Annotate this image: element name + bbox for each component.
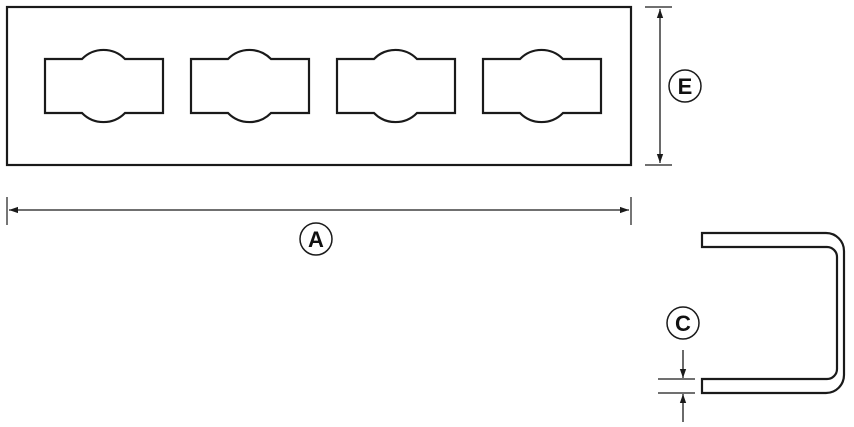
slot [189, 48, 311, 124]
slot [481, 48, 603, 124]
slot [335, 48, 457, 124]
label-e: E [678, 74, 693, 99]
label-c: C [675, 311, 691, 336]
plate-outline [5, 5, 633, 167]
slots [43, 48, 603, 124]
slot [43, 48, 165, 124]
label-a: A [308, 227, 324, 252]
channel-profile [700, 231, 846, 395]
